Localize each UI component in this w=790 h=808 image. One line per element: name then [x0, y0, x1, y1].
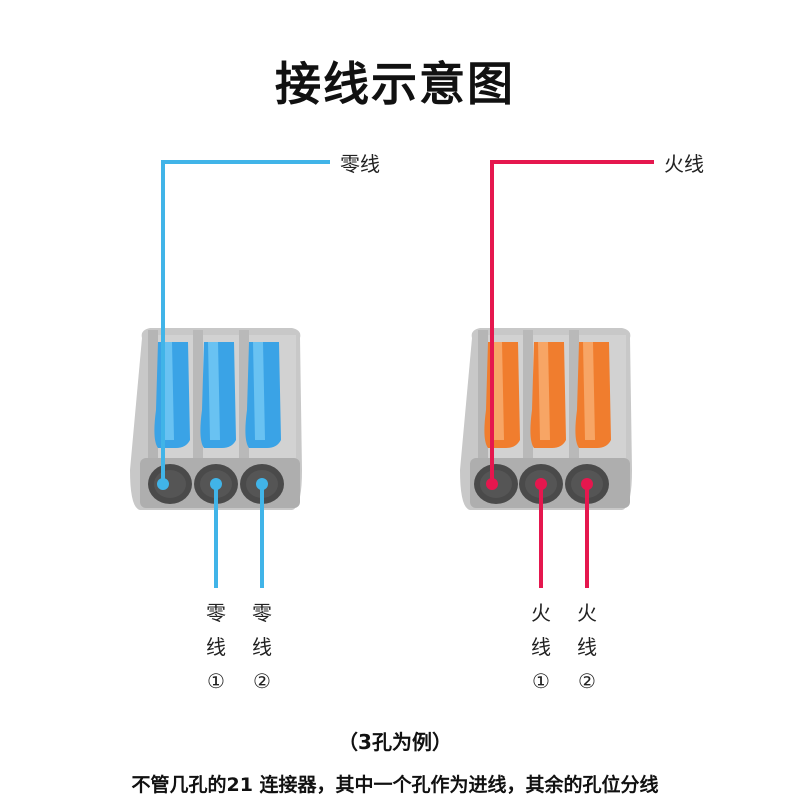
neutral-output-label-1: 零 线 ① [206, 601, 226, 693]
live-input-wire [490, 160, 654, 484]
live-input-label: 火线 [664, 152, 704, 176]
right-connector [460, 328, 632, 510]
neutral-output-label-2: 零 线 ② [252, 601, 272, 693]
left-wires [161, 160, 330, 588]
example-note: （3孔为例） [338, 730, 452, 754]
neutral-input-wire [161, 160, 330, 484]
right-wires [490, 160, 654, 588]
description-text: 不管几孔的21 连接器，其中一个孔作为进线，其余的孔位分线 [131, 774, 659, 796]
live-output-label-1: 火 线 ① [531, 601, 551, 693]
neutral-input-label: 零线 [340, 152, 380, 176]
left-levers [154, 342, 281, 448]
page-title: 接线示意图 [275, 57, 515, 111]
right-levers [484, 342, 611, 448]
live-output-label-2: 火 线 ② [577, 601, 597, 693]
